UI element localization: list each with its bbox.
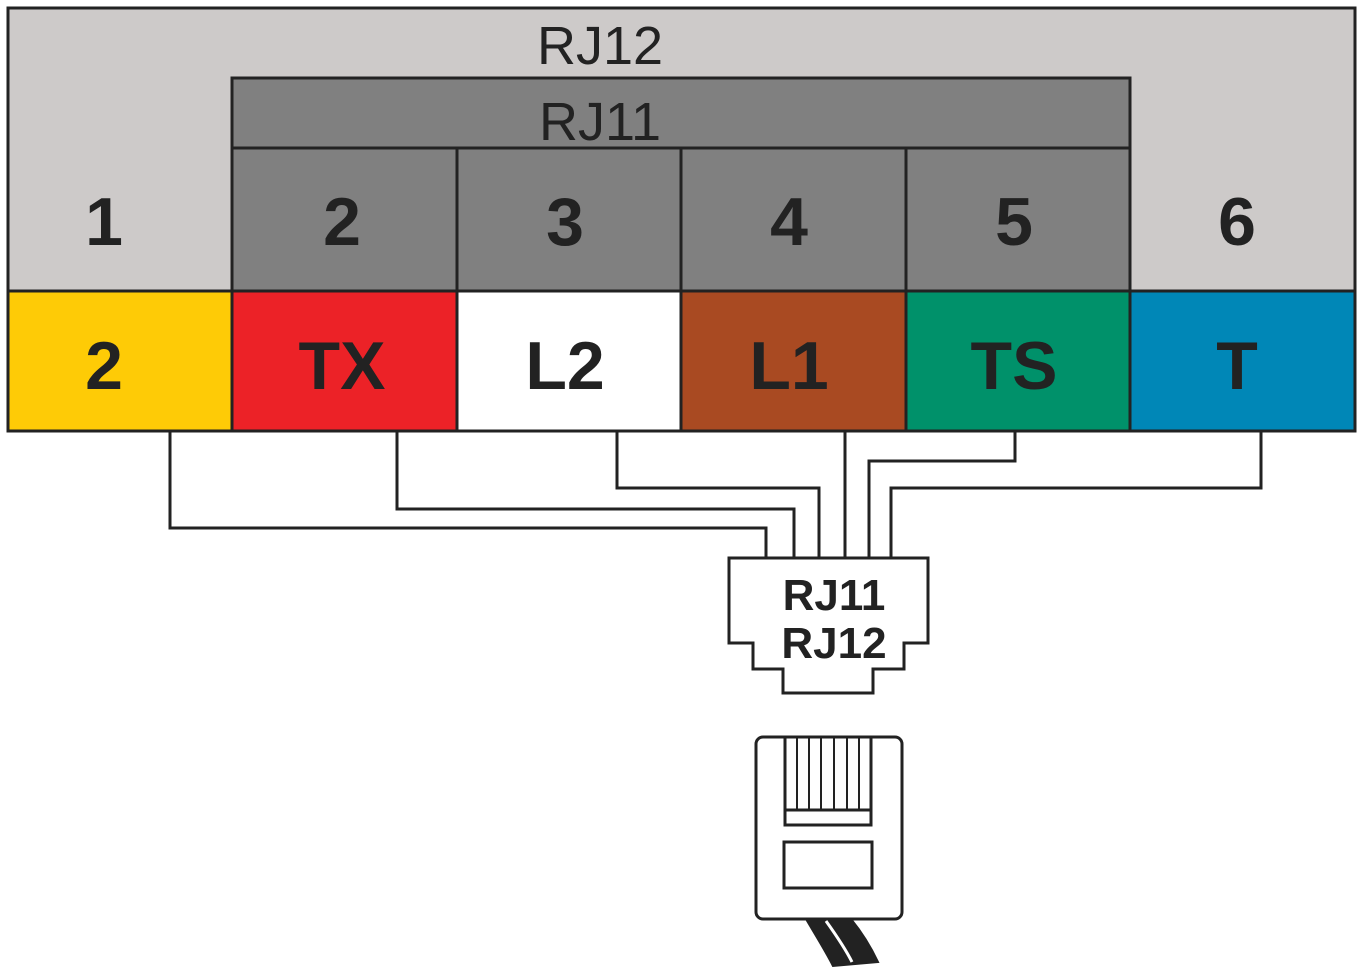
- rj11-header-background: [230, 76, 1132, 150]
- signal-row: 2 TX L2 L1 TS T: [6, 289, 1357, 433]
- plug-cable-highlight: [824, 920, 854, 963]
- pin-cell-3-background: [455, 146, 683, 293]
- rj-jack-symbol: RJ11 RJ12: [727, 556, 930, 695]
- pin-number-2: 2: [323, 184, 361, 260]
- signal-label-pin-6: T: [1216, 328, 1258, 404]
- signal-cell-pin-5: [904, 289, 1132, 433]
- wire-pin-1: [168, 431, 768, 558]
- plug-latch-window: [782, 840, 874, 890]
- pin-number-row: 1 2 3 4 5 6: [85, 146, 1256, 293]
- pin-number-1: 1: [85, 184, 123, 260]
- pin-number-3: 3: [546, 184, 584, 260]
- modular-plug-icon: [754, 735, 904, 968]
- signal-label-pin-4: L1: [749, 328, 828, 404]
- signal-label-pin-1: 2: [85, 328, 123, 404]
- rj11-header-label: RJ11: [539, 92, 661, 152]
- wire-pin-6: [889, 431, 1263, 558]
- signal-label-pin-2: TX: [299, 328, 386, 404]
- pin-number-5: 5: [995, 184, 1033, 260]
- wiring: [168, 431, 1263, 558]
- signal-cell-pin-1: [6, 289, 234, 433]
- plug-contact-bar: [783, 808, 873, 827]
- pin-number-4: 4: [770, 184, 808, 260]
- pin-number-6: 6: [1218, 184, 1256, 260]
- signal-cell-pin-3: [455, 289, 683, 433]
- jack-outline: [727, 556, 930, 695]
- wire-pin-5: [867, 431, 1017, 558]
- signal-cell-pin-6: [1128, 289, 1357, 433]
- signal-label-pin-5: TS: [971, 328, 1058, 404]
- signal-cell-pin-2: [230, 289, 459, 433]
- wire-pin-3: [615, 431, 821, 558]
- rj12-header-label: RJ12: [537, 16, 663, 76]
- signal-label-pin-3: L2: [525, 328, 604, 404]
- pin-cell-2-background: [230, 146, 459, 293]
- wire-pin-2: [395, 431, 796, 558]
- jack-label-line-2: RJ12: [781, 619, 886, 668]
- signal-cell-pin-4: [679, 289, 908, 433]
- jack-label-line-1: RJ11: [783, 571, 886, 620]
